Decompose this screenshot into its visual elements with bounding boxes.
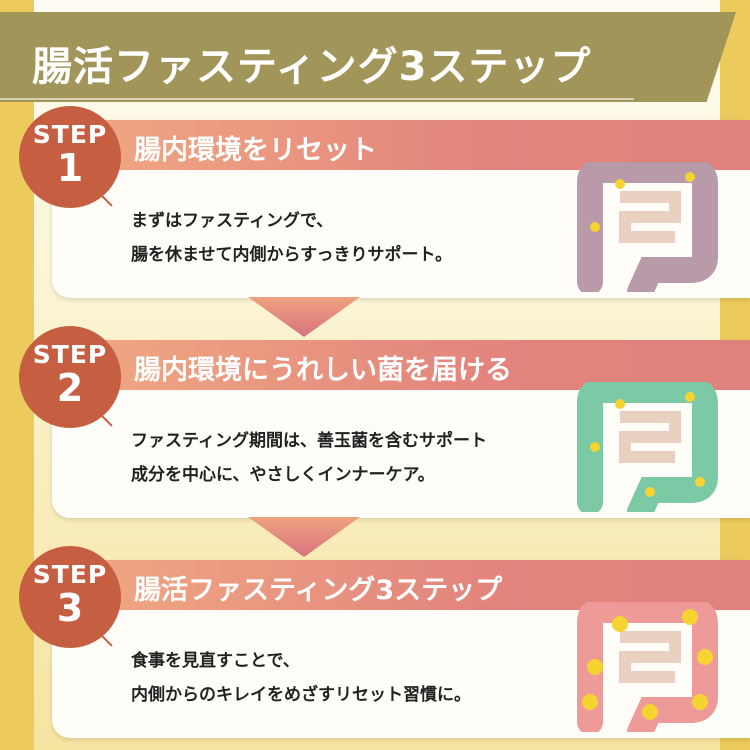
- bacteria-icon: [697, 649, 713, 665]
- step-label: STEP: [32, 340, 108, 369]
- description-line: 成分を中心に、やさしくインナーケア。: [131, 465, 435, 485]
- description-line: まずはファスティングで、: [131, 211, 334, 231]
- page-title: 腸活ファスティング3ステップ: [32, 44, 592, 90]
- step-heading: 腸活ファスティング3ステップ: [134, 575, 503, 606]
- bacteria-icon: [612, 616, 628, 632]
- step-number: 2: [56, 366, 84, 410]
- step-badge: STEP 2: [19, 326, 121, 428]
- bacteria-icon: [582, 694, 598, 710]
- bacteria-icon: [682, 609, 698, 625]
- title-banner: 腸活ファスティング3ステップ: [0, 12, 736, 102]
- step-badge: STEP 1: [19, 106, 121, 208]
- description-line: 腸を休ませて内側からすっきりサポート。: [131, 245, 453, 265]
- bacteria-icon: [642, 704, 658, 720]
- step-heading: 腸内環境をリセット: [134, 135, 377, 166]
- step-number: 3: [56, 586, 84, 630]
- description-line: ファスティング期間は、善玉菌を含むサポート: [131, 431, 487, 451]
- divider: [0, 98, 634, 100]
- description-line: 食事を見直すことで、: [131, 651, 300, 671]
- step-heading-bar: 腸内環境にうれしい菌を届ける: [64, 340, 750, 390]
- step-description: 食事を見直すことで、 内側からのキレイをめざすリセット習慣に。: [131, 644, 471, 712]
- intestine-icon: [577, 162, 718, 292]
- step-description: ファスティング期間は、善玉菌を含むサポート 成分を中心に、やさしくインナーケア。: [131, 424, 487, 492]
- bacteria-icon: [615, 399, 625, 409]
- bacteria-icon: [695, 477, 705, 487]
- step-description: まずはファスティングで、 腸を休ませて内側からすっきりサポート。: [131, 204, 452, 272]
- bacteria-icon: [685, 172, 695, 182]
- bacteria-icon: [692, 694, 708, 710]
- intestine-icon: [577, 602, 718, 732]
- bacteria-icon: [685, 392, 695, 402]
- step-label: STEP: [32, 560, 108, 589]
- step-heading: 腸内環境にうれしい菌を届ける: [134, 355, 512, 386]
- bacteria-icon: [590, 442, 600, 452]
- description-line: 内側からのキレイをめざすリセット習慣に。: [131, 685, 471, 705]
- step-number: 1: [56, 146, 84, 190]
- step-label: STEP: [32, 120, 108, 149]
- step-badge: STEP 3: [19, 546, 121, 648]
- bacteria-icon: [590, 222, 600, 232]
- bacteria-icon: [645, 487, 655, 497]
- intestine-icon: [577, 382, 718, 512]
- bacteria-icon: [615, 179, 625, 189]
- bacteria-icon: [587, 659, 603, 675]
